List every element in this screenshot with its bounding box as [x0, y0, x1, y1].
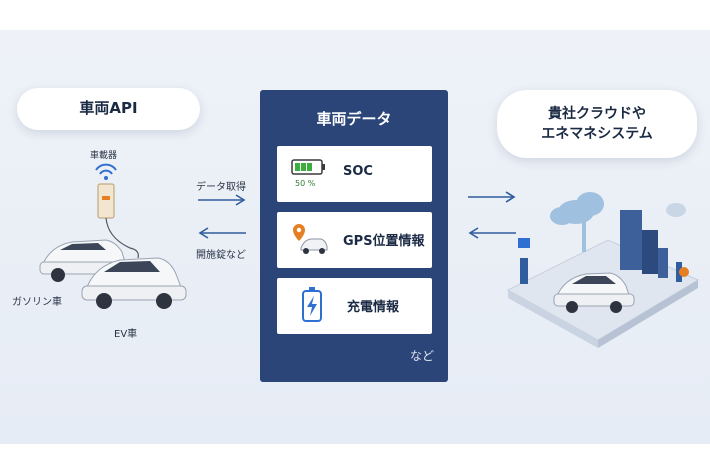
charging-label: 充電情報	[347, 300, 400, 315]
vehicle-illustration	[39, 163, 187, 309]
device-label: 車載器	[90, 151, 118, 161]
arrow-right-icon	[198, 194, 246, 206]
ev-car	[81, 257, 187, 309]
etc-label: など	[409, 349, 434, 363]
cloud-icon	[550, 192, 604, 252]
car-location-icon	[293, 224, 328, 254]
cloud-system-title-line2: エネマネシステム	[541, 126, 653, 142]
lock-unlock-label: 開施錠など	[196, 250, 246, 261]
gasoline-car-label: ガソリン車	[12, 297, 62, 308]
wifi-icon	[95, 163, 117, 175]
car-icon	[553, 272, 635, 313]
arrow-right-icon	[468, 191, 516, 203]
vehicle-api-title: 車両API	[79, 99, 138, 118]
soc-label: SOC	[343, 164, 373, 179]
building-icon	[620, 210, 668, 278]
vehicle-data-panel: 車両データ 50 % SOC GPS位置情報 充電情報 など	[260, 90, 448, 382]
battery-icon	[291, 159, 325, 175]
soc-card: 50 % SOC	[277, 146, 432, 202]
charging-card: 充電情報	[277, 278, 432, 334]
data-acquisition-label: データ取得	[196, 182, 246, 193]
cloud-system-title-line1: 貴社クラウドや	[548, 105, 646, 122]
gps-card: GPS位置情報	[277, 212, 432, 268]
vehicle-data-title: 車両データ	[316, 110, 392, 128]
energy-management-illustration	[506, 192, 700, 348]
onboard-device	[97, 183, 115, 219]
vehicle-api-pill: 車両API	[17, 88, 200, 130]
arrow-left-icon	[468, 227, 516, 239]
arrow-left-icon	[198, 227, 246, 239]
gps-label: GPS位置情報	[343, 234, 425, 249]
charging-battery-icon	[302, 287, 322, 322]
cloud-system-pill: 貴社クラウドや エネマネシステム	[497, 90, 697, 158]
ev-car-label: EV車	[114, 329, 138, 340]
battery-level-text: 50 %	[295, 179, 316, 188]
